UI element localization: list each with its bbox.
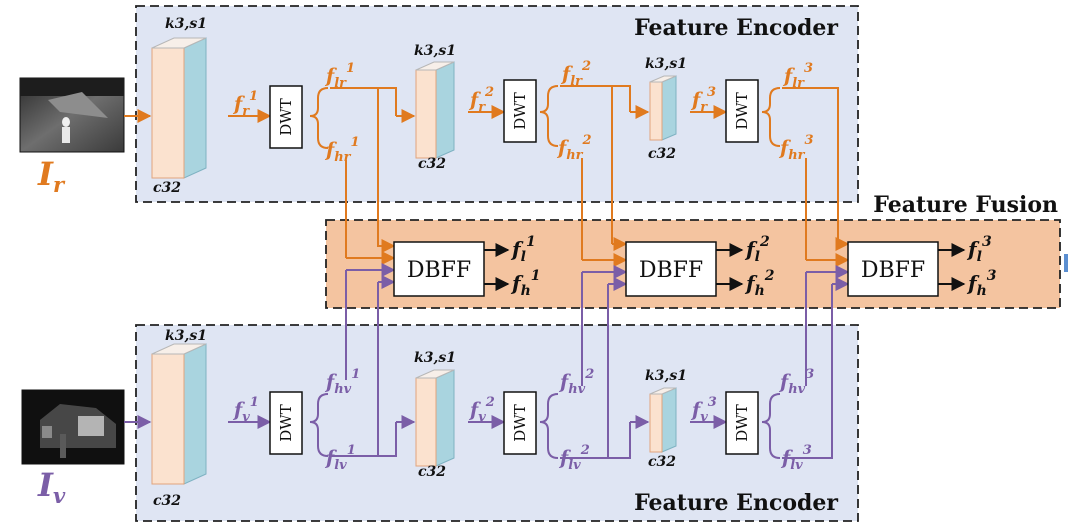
conv-bot-2-depth — [435, 369, 455, 467]
conv-bot-1-depth — [183, 343, 207, 485]
line-flr1-next — [378, 87, 397, 116]
visible-input-image — [21, 389, 125, 465]
label-fv3: fv3 — [690, 395, 717, 425]
dbff-1 — [393, 241, 485, 297]
label-fh3: fh3 — [966, 268, 997, 299]
dbff-3 — [847, 241, 939, 297]
line-flr3 — [782, 87, 839, 244]
conv-top-2-top — [415, 61, 455, 71]
encoder-bottom-title: Feature Encoder — [634, 490, 838, 516]
label-fhr1: fhr1 — [324, 135, 360, 165]
split-top-3 — [761, 87, 781, 147]
line-flr2-next — [612, 85, 631, 112]
conv-top-1-front — [151, 47, 185, 179]
conv-bot-1-front — [151, 353, 185, 485]
conv-bot-3-kernel-label: k3,s1 — [645, 368, 687, 384]
conv-bot-3-depth — [661, 387, 677, 453]
conv-top-2-depth — [435, 61, 455, 159]
conv-top-2-channel-label: c32 — [418, 156, 446, 172]
split-top-2 — [539, 85, 559, 147]
input-label-ir: Ir — [37, 155, 66, 197]
conv-bot-1-channel-label: c32 — [153, 493, 181, 509]
line-flv2-next — [608, 422, 631, 459]
dbff-2 — [625, 241, 717, 297]
label-fhv1: fhv1 — [324, 367, 360, 397]
label-flv1: flv1 — [324, 443, 356, 473]
conv-top-1-top — [151, 37, 207, 49]
conv-bot-2-channel-label: c32 — [418, 464, 446, 480]
conv-top-1-depth — [183, 37, 207, 179]
conv-bot-3-channel-label: c32 — [648, 454, 676, 470]
label-flr2: flr2 — [560, 59, 591, 89]
label-flv2: flv2 — [558, 443, 590, 473]
encoder-top-title: Feature Encoder — [634, 15, 838, 41]
conv-bot-3-front — [649, 393, 663, 453]
label-fhv2: fhv2 — [558, 367, 594, 397]
conv-top-2-front — [415, 69, 437, 159]
label-flr3: flr3 — [782, 61, 813, 91]
conv-top-3-top — [649, 75, 677, 83]
dwt-bot-2-label: DWT — [511, 404, 529, 441]
line-flv1-next — [378, 422, 397, 457]
label-fhr3: fhr3 — [778, 133, 814, 163]
dwt-top-3 — [725, 79, 759, 143]
conv-bot-3-top — [649, 387, 677, 395]
conv-bot-2-kernel-label: k3,s1 — [414, 350, 456, 366]
conv-bot-1-top — [151, 343, 207, 355]
label-fr1: fr1 — [232, 89, 258, 119]
dwt-top-1-label: DWT — [277, 98, 295, 135]
conv-top-1-channel-label: c32 — [153, 180, 181, 196]
dwt-bot-2 — [503, 391, 537, 455]
conv-top-3-channel-label: c32 — [648, 146, 676, 162]
dbff-2-label: DBFF — [639, 258, 703, 283]
label-flr1: flr1 — [324, 61, 355, 91]
conv-bot-2-front — [415, 377, 437, 467]
conv-top-3-depth — [661, 75, 677, 141]
dwt-bot-1-label: DWT — [277, 404, 295, 441]
input-label-vis: Iv — [37, 466, 66, 508]
split-bot-3 — [761, 393, 781, 459]
split-bot-2 — [539, 393, 559, 459]
label-fl2: fl2 — [744, 234, 770, 265]
label-fhv3: fhv3 — [778, 367, 814, 397]
dwt-bot-3-label: DWT — [733, 404, 751, 441]
conv-top-2-kernel-label: k3,s1 — [414, 43, 456, 59]
conv-bot-1-kernel-label: k3,s1 — [165, 328, 207, 344]
conv-top-3-front — [649, 81, 663, 141]
label-fl3: fl3 — [966, 234, 992, 265]
split-top-1 — [309, 87, 329, 149]
conv-top-3-kernel-label: k3,s1 — [645, 56, 687, 72]
label-fv2: fv2 — [468, 395, 495, 425]
dwt-top-2 — [503, 79, 537, 143]
dwt-bot-3 — [725, 391, 759, 455]
label-fh2: fh2 — [744, 268, 775, 299]
dwt-top-3-label: DWT — [733, 92, 751, 129]
label-fh1: fh1 — [510, 268, 541, 299]
dbff-1-label: DBFF — [407, 258, 471, 283]
label-fl1: fl1 — [510, 234, 536, 265]
label-fhr2: fhr2 — [556, 133, 592, 163]
label-fv1: fv1 — [232, 395, 259, 425]
dwt-top-2-label: DWT — [511, 92, 529, 129]
line-flv3 — [782, 284, 833, 459]
fusion-title: Feature Fusion — [873, 192, 1058, 218]
split-bot-1 — [309, 393, 329, 457]
label-fr2: fr2 — [468, 85, 494, 115]
conv-top-1-kernel-label: k3,s1 — [165, 16, 207, 32]
conv-bot-2-top — [415, 369, 455, 379]
infrared-input-image — [19, 77, 125, 153]
label-fr3: fr3 — [690, 85, 716, 115]
dwt-top-1 — [269, 85, 303, 149]
edge-marker — [1064, 254, 1068, 272]
dwt-bot-1 — [269, 391, 303, 455]
dbff-3-label: DBFF — [861, 258, 925, 283]
label-flv3: flv3 — [780, 443, 812, 473]
